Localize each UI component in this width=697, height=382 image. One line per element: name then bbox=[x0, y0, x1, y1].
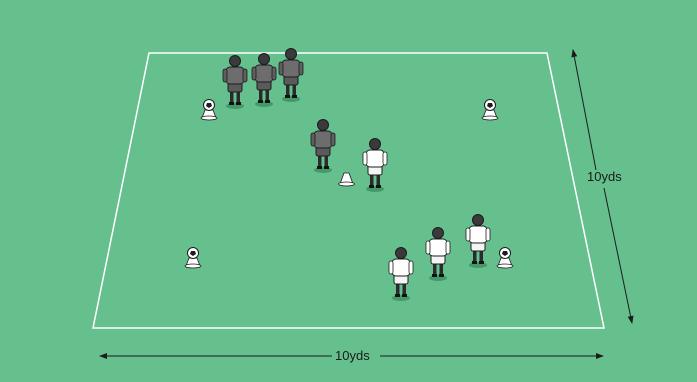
width-label: 10yds bbox=[332, 349, 373, 363]
length-label: 10yds bbox=[584, 170, 625, 184]
cone-base bbox=[339, 182, 355, 186]
